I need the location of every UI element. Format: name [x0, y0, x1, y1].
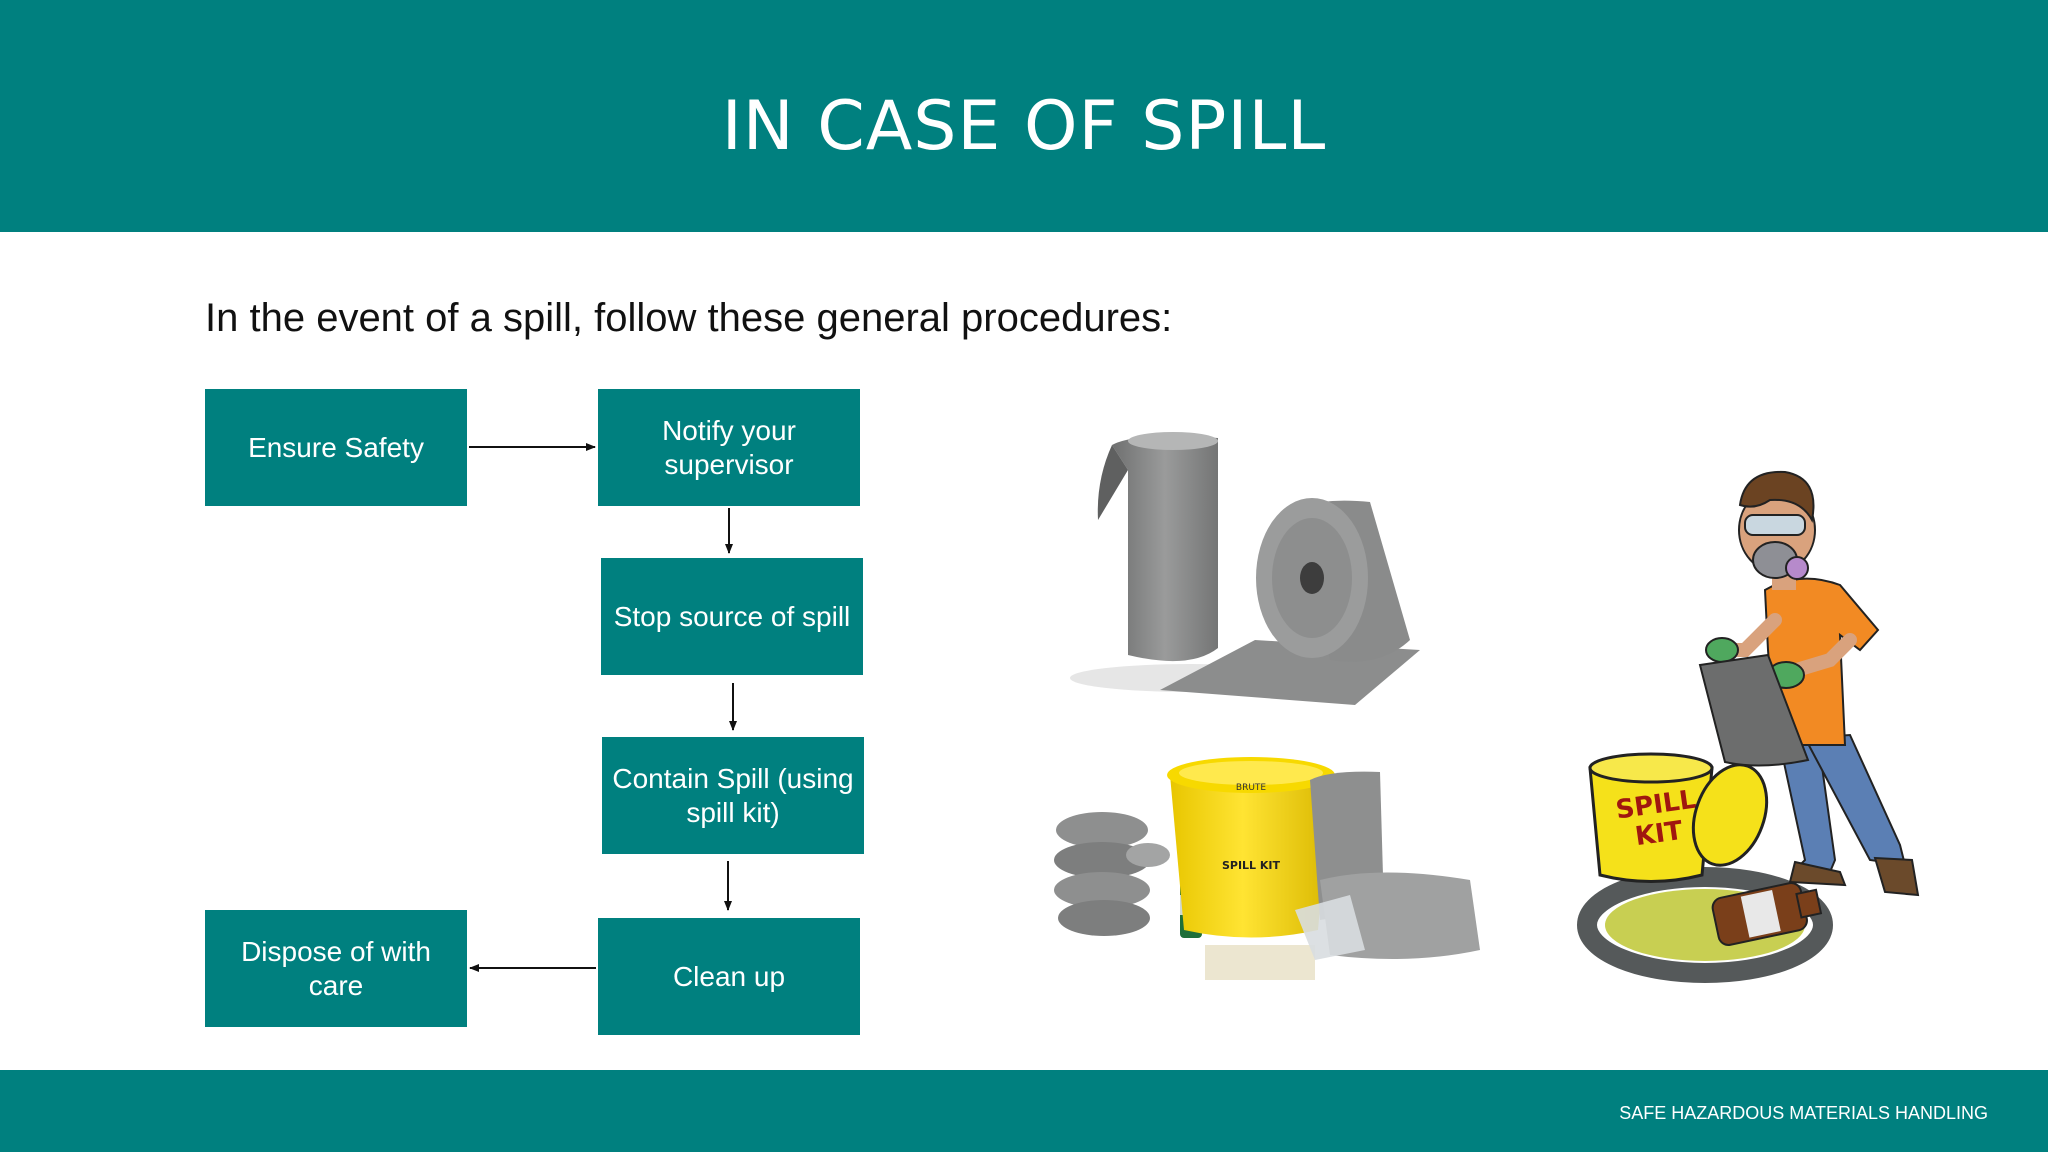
intro-text: In the event of a spill, follow these ge… [205, 296, 1173, 340]
worker-cartoon-image: SPILL KIT [1577, 470, 1920, 983]
step-notify-supervisor: Notify your supervisor [598, 389, 860, 506]
cartoon-bucket-label-2: KIT [1633, 816, 1685, 852]
kit-bucket-label: SPILL KIT [1222, 859, 1281, 872]
step-clean-up: Clean up [598, 918, 860, 1035]
footer-bar: SAFE HAZARDOUS MATERIALS HANDLING [0, 1070, 2048, 1152]
page-title: IN CASE OF SPILL [721, 87, 1327, 166]
step-contain-spill: Contain Spill (using spill kit) [602, 737, 864, 854]
spill-kit-image: BRUTE SPILL KIT [1054, 757, 1480, 980]
flow-arrows [469, 443, 737, 972]
absorbent-rolls-image [1070, 432, 1420, 705]
svg-text:BRUTE: BRUTE [1236, 783, 1267, 793]
step-ensure-safety: Ensure Safety [205, 389, 467, 506]
footer-text: SAFE HAZARDOUS MATERIALS HANDLING [1619, 1103, 1988, 1123]
step-stop-source: Stop source of spill [601, 558, 863, 675]
title-banner: IN CASE OF SPILL [0, 0, 2048, 232]
step-dispose: Dispose of with care [205, 910, 467, 1027]
